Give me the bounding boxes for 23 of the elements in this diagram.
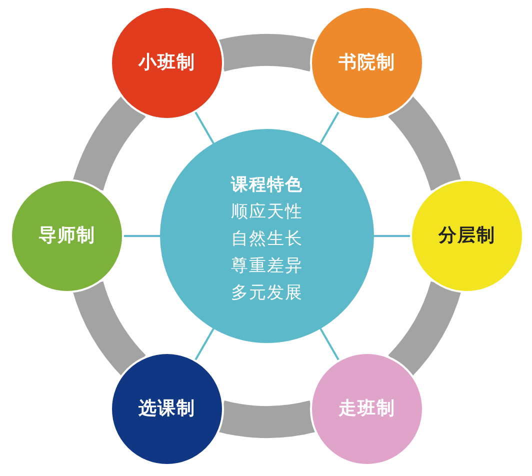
connector-line [194,112,214,144]
feature-text: 尊重差异 [231,254,303,278]
ring-segment [388,280,462,377]
ring-segment [388,95,462,192]
feature-text: 自然生长 [231,228,303,250]
circle-label: 小班制 [138,52,196,74]
circle-label: 导师制 [38,225,96,247]
connector-line [374,235,410,237]
circle-label: 选课制 [138,398,196,420]
connector-line [124,235,160,237]
feature-text: 顺应天性 [231,200,303,224]
circle-heading: 课程特色 [231,174,303,196]
connector-line [320,328,340,360]
ring-segment [217,400,317,438]
connector-line [320,112,340,144]
ring-segment [72,280,146,377]
circle-label: 书院制 [338,52,396,74]
feature-text: 多元发展 [231,282,303,304]
ring-segment [217,34,317,72]
circle-label: 走班制 [338,398,396,420]
ring-segment [72,95,146,192]
connector-line [194,328,214,360]
circle-label: 分层制 [438,225,496,247]
